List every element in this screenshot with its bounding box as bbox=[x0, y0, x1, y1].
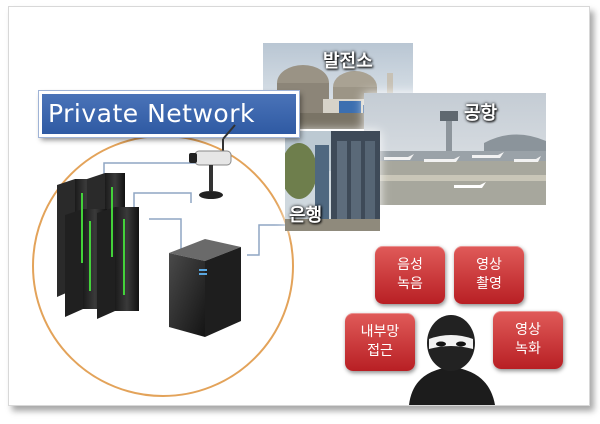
cctv-camera-icon bbox=[189, 124, 236, 199]
airport-image bbox=[364, 93, 546, 205]
video-recording-line2: 녹화 bbox=[515, 341, 541, 357]
hacker-icon bbox=[409, 315, 495, 405]
bank-photo: 은행 bbox=[285, 131, 380, 231]
server-to-storage-link bbox=[149, 218, 182, 253]
power-plant-label: 발전소 bbox=[323, 51, 373, 72]
airport-label: 공항 bbox=[464, 103, 498, 124]
internal-network-access-line1: 내부망 bbox=[360, 324, 400, 340]
video-recording-line1: 영상 bbox=[515, 322, 541, 338]
video-capture-line2: 촬영 bbox=[476, 276, 502, 292]
slide-frame: 발전소 공항 bbox=[8, 6, 590, 406]
bank-label: 은행 bbox=[289, 205, 323, 226]
voice-recording-box: 음성 녹음 bbox=[375, 246, 445, 304]
video-recording-box: 영상 녹화 bbox=[493, 311, 563, 369]
bank-image bbox=[285, 131, 380, 231]
network-links bbox=[103, 162, 299, 256]
voice-recording-line1: 음성 bbox=[397, 257, 423, 273]
server-to-camera-link-2 bbox=[133, 192, 192, 211]
video-capture-line1: 영상 bbox=[476, 257, 502, 273]
voice-recording-line2: 녹음 bbox=[397, 276, 423, 292]
airport-photo: 공항 bbox=[364, 93, 546, 205]
storage-server-icon bbox=[169, 239, 241, 337]
private-network-title: Private Network bbox=[38, 90, 300, 138]
internal-network-access-line2: 접근 bbox=[367, 343, 393, 359]
internal-network-access-box: 내부망 접근 bbox=[345, 313, 415, 371]
video-capture-box: 영상 촬영 bbox=[454, 246, 524, 304]
server-rack-icon bbox=[57, 173, 139, 319]
storage-to-network-link bbox=[247, 224, 299, 256]
